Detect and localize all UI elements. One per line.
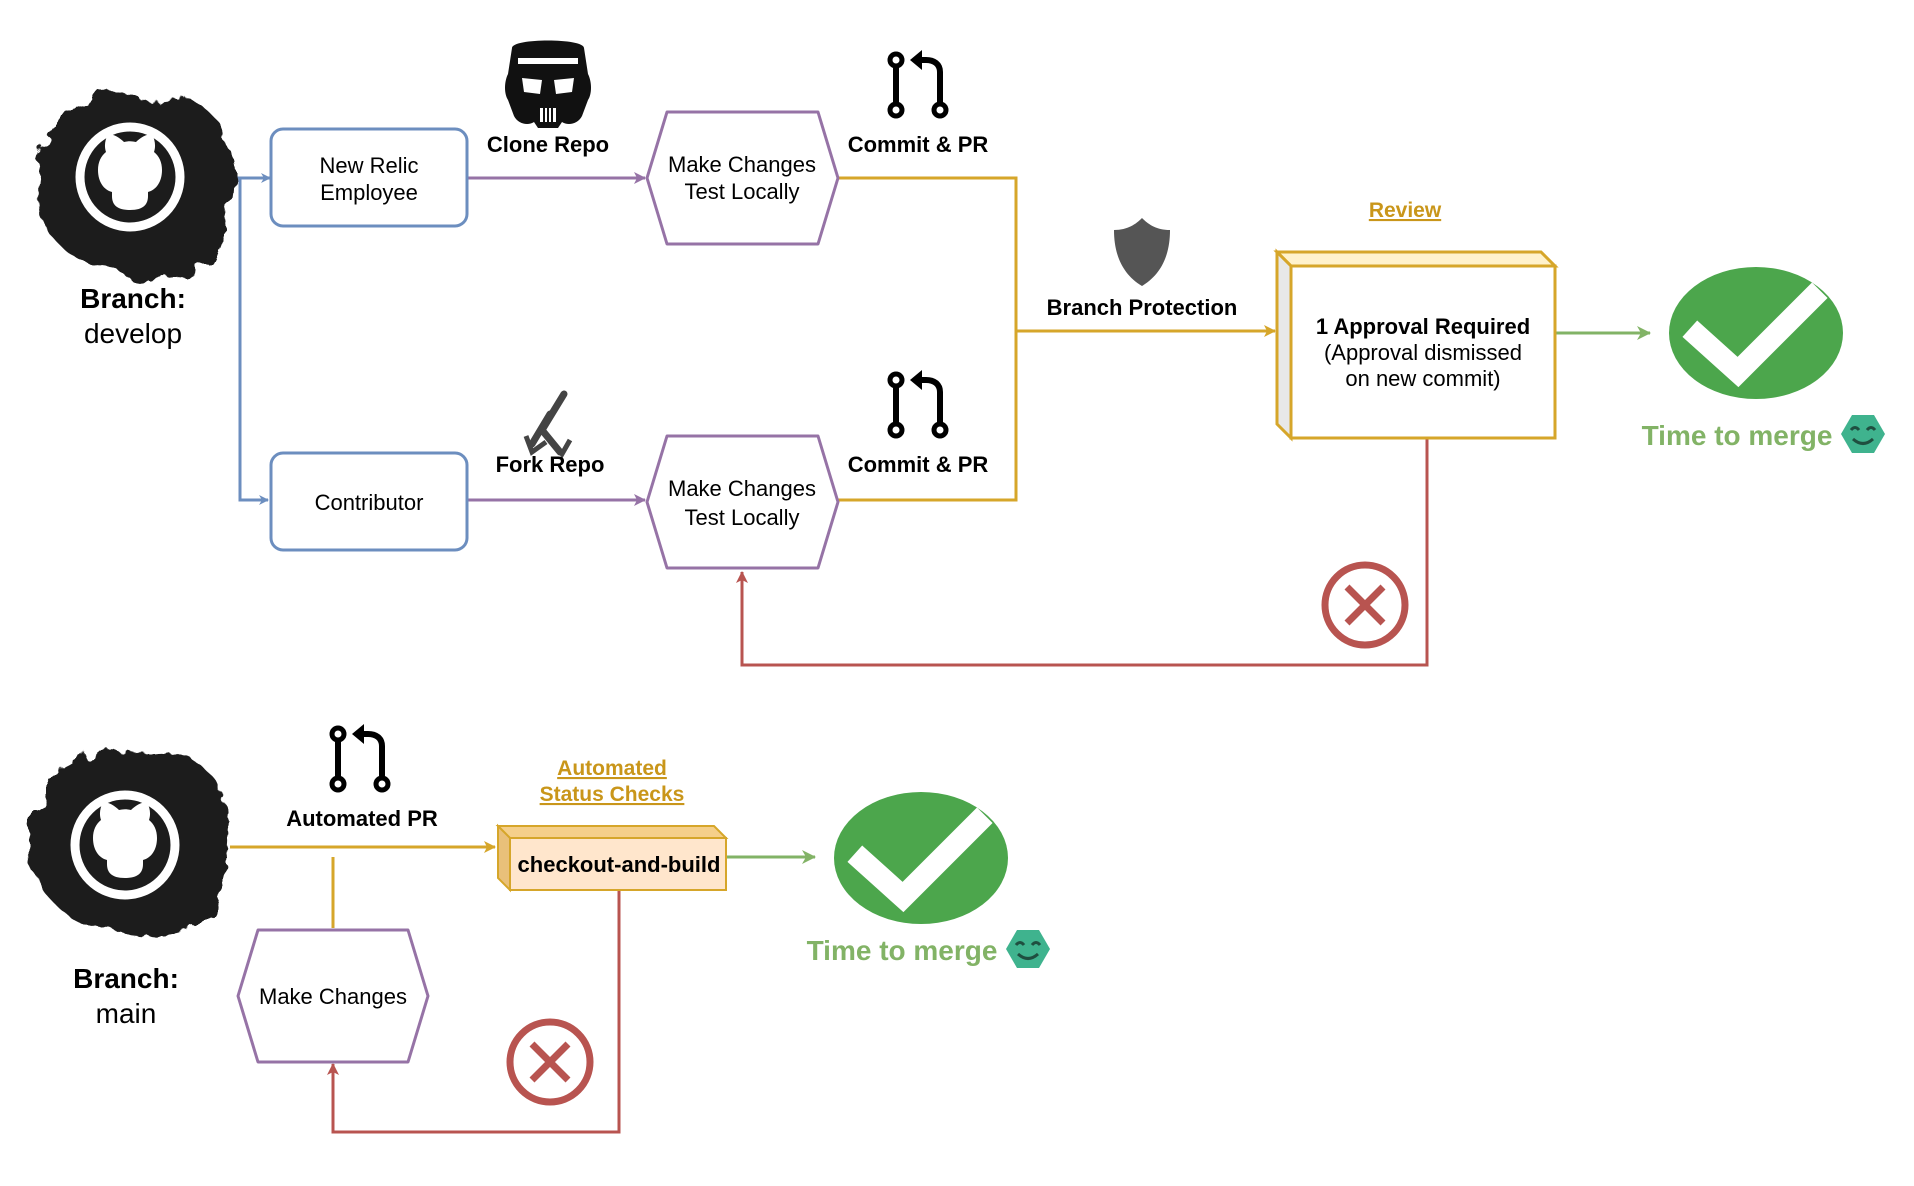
check-circle-icon [834, 792, 1008, 924]
pull-request-icon [887, 50, 949, 119]
make-changes-1-line1: Make Changes [668, 152, 816, 177]
github-develop [35, 94, 233, 280]
review-box[interactable]: 1 Approval Required (Approval dismissed … [1273, 248, 1559, 442]
branch-main-title: Branch: [73, 963, 179, 994]
edge-commit-pr-merge [838, 176, 1018, 502]
make-changes-bottom-label: Make Changes [259, 984, 407, 1009]
contributor-node[interactable]: Contributor [269, 451, 469, 552]
make-changes-node-2[interactable]: Make Changes Test Locally [645, 434, 840, 570]
edge-github-contributor [238, 178, 269, 505]
commit-pr-2-label: Commit & PR [848, 452, 989, 477]
branch-develop-title: Branch: [80, 283, 186, 314]
top-connectors [228, 172, 1651, 667]
branch-develop-name: develop [84, 318, 182, 349]
contributor-label: Contributor [315, 490, 424, 515]
x-circle-icon [506, 1018, 594, 1106]
checkout-and-build-label: checkout-and-build [518, 852, 721, 877]
review-title[interactable]: Review [1369, 199, 1442, 222]
branch-main-name: main [96, 998, 157, 1029]
status-checks-title-line1[interactable]: Automated [557, 757, 667, 780]
checkout-and-build-box[interactable]: checkout-and-build [495, 823, 729, 893]
fork-icon [523, 390, 573, 459]
branch-protection-label: Branch Protection [1047, 295, 1238, 320]
make-changes-node-1[interactable]: Make Changes Test Locally [645, 110, 840, 246]
employee-label-line2: Employee [320, 180, 418, 205]
review-box-line3: on new commit) [1345, 366, 1500, 391]
pull-request-icon [329, 724, 391, 793]
review-box-line2: (Approval dismissed [1324, 340, 1522, 365]
shield-icon [1114, 218, 1170, 286]
status-checks-title-line2[interactable]: Status Checks [540, 783, 685, 806]
time-to-merge-bottom: Time to merge [807, 935, 998, 966]
bottom-connectors [230, 841, 816, 1134]
smiley-hexagon-icon [1006, 930, 1050, 968]
smiley-hexagon-icon [1841, 415, 1885, 453]
automated-pr-label: Automated PR [286, 806, 438, 831]
fork-repo-label: Fork Repo [496, 452, 605, 477]
review-box-line1: 1 Approval Required [1316, 314, 1530, 339]
time-to-merge-top: Time to merge [1642, 420, 1833, 451]
edge-checks-reject [327, 890, 621, 1134]
stormtrooper-icon [505, 40, 591, 128]
check-circle-icon [1669, 267, 1843, 399]
make-changes-2-line1: Make Changes [668, 476, 816, 501]
new-relic-employee-node[interactable]: New Relic Employee [269, 127, 469, 228]
commit-pr-1-label: Commit & PR [848, 132, 989, 157]
make-changes-1-line2: Test Locally [685, 179, 800, 204]
employee-label-line1: New Relic [319, 153, 418, 178]
github-main [29, 750, 229, 936]
x-circle-icon [1321, 561, 1409, 649]
github-octocat-icon [75, 122, 185, 232]
make-changes-node-bottom[interactable]: Make Changes [236, 928, 430, 1064]
github-octocat-icon [70, 790, 180, 900]
pull-request-icon [887, 370, 949, 439]
clone-repo-label: Clone Repo [487, 132, 609, 157]
edge-review-reject [736, 437, 1429, 667]
make-changes-2-line2: Test Locally [685, 505, 800, 530]
